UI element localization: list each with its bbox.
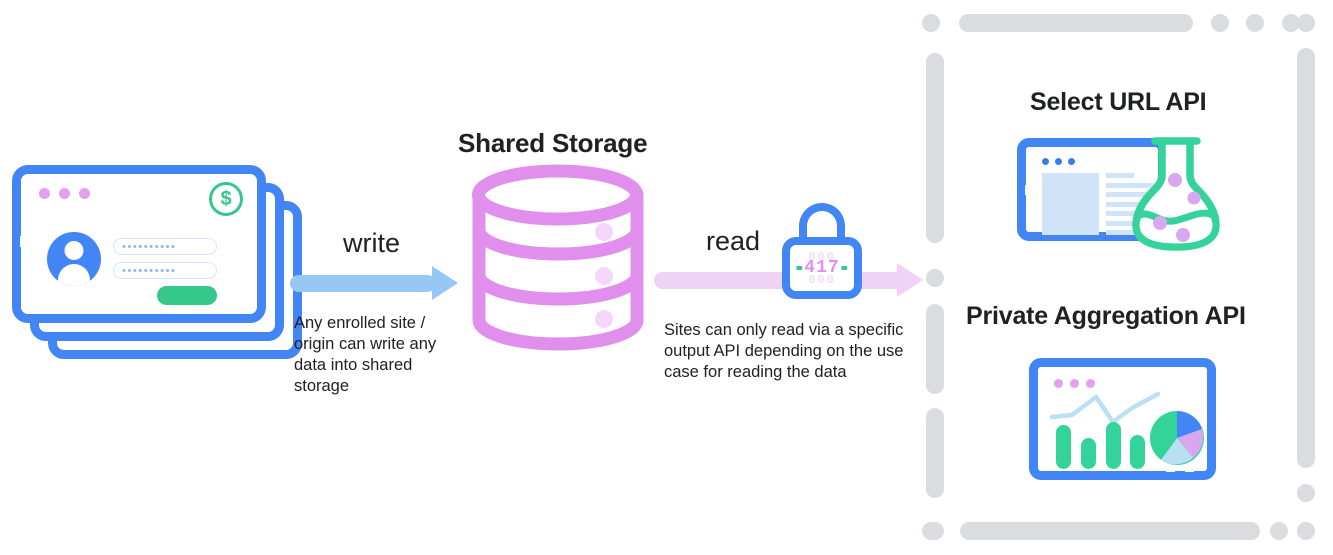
pie-slice-lightblue [1161,438,1193,465]
write-arrow-label: write [343,228,401,258]
lock-dash-left [796,266,803,270]
panel-border-bottom-dot-1 [922,522,940,540]
lock-combination-value: 417 [804,258,840,278]
lock-combination-dial: 417 [796,258,848,278]
panel-border-top-dot-1 [922,14,940,32]
panel-border-left-dash-3 [926,408,944,498]
chart-svg [1049,391,1204,469]
write-arrow-head [432,266,458,300]
shared-storage-title: Shared Storage [458,128,648,158]
lock-combo-ghost-bottom: 000 [808,273,836,287]
panel-border-left-dash-2 [926,304,944,394]
shared-storage-database-icon [472,164,644,351]
pie-slice-violet [1177,429,1204,458]
site-card-front: •••••••••• •••••••••• [12,165,266,323]
browser-bottom-gap-1 [1124,222,1132,233]
titlebar-dot-2 [59,188,70,199]
login-field-username-value: •••••••••• [122,240,177,253]
private-aggregation-api-icon [1029,358,1216,480]
panel-border-bottom-dash [960,522,1260,540]
flask-bubble-3 [1153,216,1167,230]
browser-dot-2 [1055,158,1062,165]
chart-titlebar-dots [1054,379,1095,388]
avatar-head [64,241,84,260]
browser-edge-notch [1025,185,1036,195]
panel-border-right-dot-1 [1297,14,1315,32]
login-field-password-value: •••••••••• [122,264,177,277]
chart-bar [1106,422,1121,469]
content-line [1106,192,1166,197]
chart-dot-2 [1070,379,1079,388]
panel-border-top-dot-4 [1282,14,1300,32]
titlebar-dot-3 [79,188,90,199]
chart-dot-3 [1086,379,1095,388]
login-field-username[interactable]: •••••••••• [113,238,217,255]
flask-bubble-1 [1168,173,1182,187]
chart-window-frame [1029,358,1216,480]
database-led-2 [595,267,613,285]
titlebar-dot-1 [39,188,50,199]
chart-bar [1081,438,1096,469]
browser-titlebar-dots [1042,158,1075,165]
login-field-password[interactable]: •••••••••• [113,262,217,279]
card-edge-dot [12,229,21,238]
login-submit-button[interactable] [157,286,217,305]
avatar-body [58,264,90,286]
database-led-1 [595,223,613,241]
flask-svg [1132,137,1220,251]
database-led-3 [595,310,613,328]
content-line [1106,201,1166,207]
panel-border-top-dot-3 [1246,14,1264,32]
read-caption: Sites can only read via a specific outpu… [664,321,904,381]
card-edge-notch [20,236,31,247]
chart-window-bottom-gap-1 [1166,461,1175,472]
content-line [1106,182,1166,188]
panel-border-right-dot-3 [1297,522,1315,540]
private-aggregation-api-title: Private Aggregation API [966,302,1246,330]
lock-body: 000 000 417 [782,237,862,299]
panel-border-right-dash [1297,48,1315,468]
panel-border-bottom-dot-2 [1270,522,1288,540]
database-cylinder-svg [472,164,644,351]
write-arrow-shaft [290,275,436,292]
flask-bubble-2 [1187,191,1201,205]
avatar-icon [47,232,101,286]
select-url-api-title: Select URL API [1030,88,1207,116]
dollar-badge-icon [209,182,243,216]
chart-bar [1056,425,1071,469]
panel-border-left-dot-1 [926,269,944,287]
chart-bar [1130,435,1145,469]
read-arrow-head [897,263,923,297]
chart-dot-1 [1054,379,1063,388]
flask-icon [1129,135,1223,253]
panel-border-right-dot-2 [1297,484,1315,502]
browser-dot-3 [1068,158,1075,165]
browser-dot-1 [1042,158,1049,165]
site-card-stack: •••••••••• •••••••••• [12,165,302,360]
read-arrow-label: read [706,226,761,256]
chart-window-bottom-gap-2 [1185,461,1194,472]
panel-border-top-dash [959,14,1193,32]
chart-pie [1150,411,1204,465]
lock-icon: 000 000 417 [782,203,862,299]
card-titlebar-dots [39,188,90,199]
flask-bubble-4 [1176,228,1190,242]
chart-trend-line [1049,391,1161,425]
lock-shackle [799,203,845,249]
lock-combo-ghost-top: 000 [808,250,836,264]
browser-content-block [1042,173,1099,235]
write-caption: Any enrolled site / origin can write any… [294,314,437,395]
panel-border-top-dot-2 [1211,14,1229,32]
output-apis-dashed-panel [922,10,1324,545]
lock-dash-right [841,266,848,270]
panel-border-left-dash-1 [926,53,944,243]
select-url-api-icon [1017,135,1223,253]
content-line [1106,173,1134,178]
